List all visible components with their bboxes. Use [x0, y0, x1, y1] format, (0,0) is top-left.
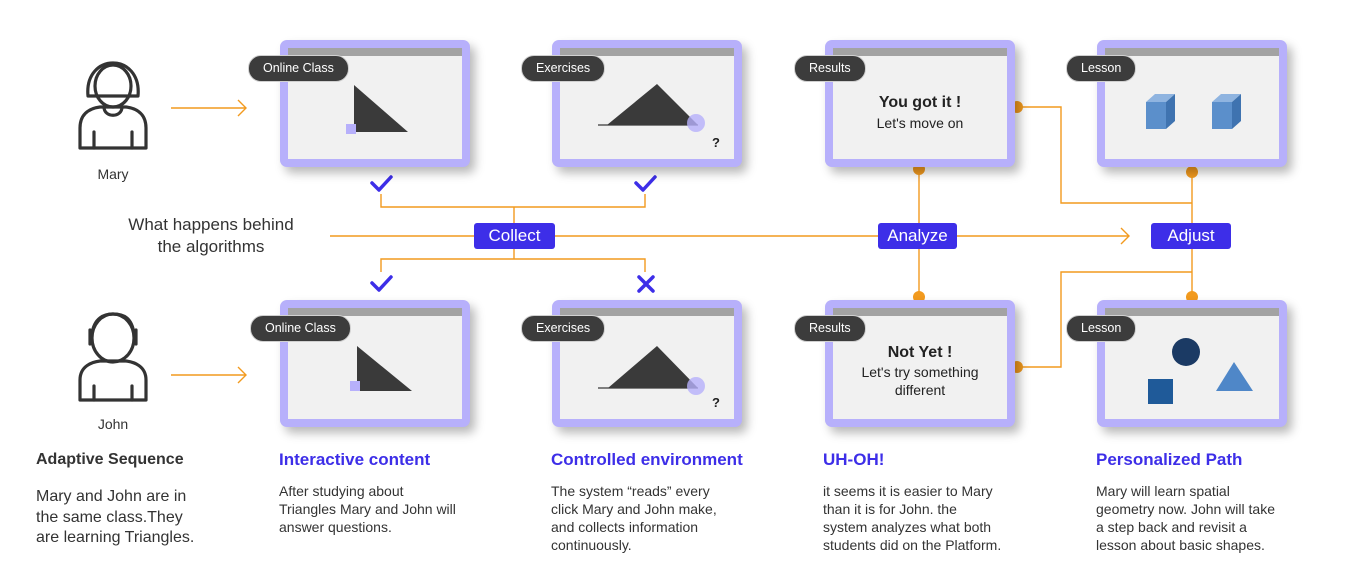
- online-class-pill: Online Class: [248, 55, 349, 82]
- desc-line: Triangles Mary and John will: [279, 501, 456, 517]
- analyze-tag: Analyze: [878, 223, 957, 249]
- arrow-right-icon: [1120, 227, 1130, 245]
- right-angle-marker: [346, 124, 356, 134]
- column-desc-personalized: Mary will learn spatial geometry now. Jo…: [1096, 482, 1336, 554]
- desc-line: are learning Triangles.: [36, 529, 195, 546]
- column-heading-controlled: Controlled environment: [551, 450, 743, 469]
- results-mary-subtitle: Let's move on: [876, 115, 964, 131]
- mary-path-line: [1017, 106, 1192, 204]
- lesson-pill: Lesson: [1066, 315, 1137, 342]
- lesson-pill: Lesson: [1066, 55, 1137, 82]
- results-john-line1: Let's try something: [861, 364, 979, 380]
- panel-lesson-mary: [1097, 40, 1287, 167]
- cube-icon: [1212, 94, 1241, 129]
- desc-line: Mary will learn spatial: [1096, 483, 1230, 499]
- adjust-tag: Adjust: [1151, 223, 1231, 249]
- desc-line: The system “reads” every: [551, 483, 710, 499]
- desc-line: click Mary and John make,: [551, 501, 717, 517]
- cross-icon: [637, 275, 655, 293]
- column-desc-uh-oh: it seems it is easier to Mary than it is…: [823, 482, 1053, 554]
- adaptive-sequence-desc: Mary and John are in the same class.They…: [36, 487, 226, 549]
- person-icon: [78, 61, 148, 150]
- desc-line: geometry now. John will take: [1096, 501, 1275, 517]
- desc-line: students did on the Platform.: [823, 537, 1002, 553]
- check-icon: [634, 175, 657, 192]
- right-triangle-shape: [357, 346, 412, 391]
- square-shape: [1148, 379, 1173, 404]
- circle-shape: [1172, 338, 1200, 366]
- results-mary-title: You got it !: [878, 94, 962, 111]
- right-angle-marker: [350, 381, 360, 391]
- highlight-circle: [687, 114, 705, 132]
- desc-line: than it is for John. the: [823, 501, 957, 517]
- results-john-line2: different: [894, 382, 946, 398]
- panel-exercises-john: ?: [552, 300, 742, 427]
- results-john-title: Not Yet !: [887, 344, 953, 361]
- adaptive-sequence-title: Adaptive Sequence: [36, 451, 184, 468]
- triangle-shape: [608, 346, 698, 388]
- arrow-right-icon: [237, 366, 247, 384]
- results-pill: Results: [794, 315, 866, 342]
- exercises-pill: Exercises: [521, 315, 606, 342]
- desc-line: a step back and revisit a: [1096, 519, 1247, 535]
- behind-line-1: What happens behind: [128, 215, 294, 234]
- right-triangle-shape: [354, 85, 408, 132]
- desc-line: system analyzes what both: [823, 519, 992, 535]
- column-heading-uh-oh: UH-OH!: [823, 450, 885, 469]
- desc-line: it seems it is easier to Mary: [823, 483, 993, 499]
- arrow-right-icon: [237, 99, 247, 117]
- exercises-pill: Exercises: [521, 55, 606, 82]
- column-desc-controlled: The system “reads” every click Mary and …: [551, 482, 781, 554]
- desc-line: answer questions.: [279, 519, 392, 535]
- column-desc-interactive: After studying about Triangles Mary and …: [279, 482, 509, 536]
- cube-icon: [1146, 94, 1175, 129]
- person-label-john: John: [97, 416, 129, 432]
- collect-bracket-top: [380, 194, 646, 208]
- triangle-shape: [1216, 362, 1253, 391]
- check-icon: [370, 275, 393, 292]
- results-pill: Results: [794, 55, 866, 82]
- person-icon: [78, 312, 148, 402]
- john-path-line: [1017, 271, 1192, 368]
- check-icon: [370, 175, 393, 192]
- column-heading-interactive: Interactive content: [279, 450, 431, 469]
- desc-line: After studying about: [279, 483, 404, 499]
- collect-tag: Collect: [474, 223, 555, 249]
- behind-line-2: the algorithms: [157, 237, 265, 256]
- behind-algorithms-text: What happens behind the algorithms: [91, 214, 331, 258]
- online-class-pill: Online Class: [250, 315, 351, 342]
- question-mark: ?: [712, 395, 720, 410]
- person-label-mary: Mary: [97, 166, 129, 182]
- desc-line: continuously.: [551, 537, 632, 553]
- connector-dot: [1186, 166, 1198, 178]
- triangle-shape: [607, 84, 698, 125]
- desc-line: and collects information: [551, 519, 699, 535]
- panel-results-john: Not Yet ! Let's try something different: [825, 300, 1015, 427]
- desc-line: lesson about basic shapes.: [1096, 537, 1265, 553]
- desc-line: Mary and John are in: [36, 488, 187, 505]
- question-mark: ?: [712, 135, 720, 150]
- highlight-circle: [687, 377, 705, 395]
- column-heading-personalized: Personalized Path: [1096, 450, 1243, 469]
- collect-bracket-bottom: [380, 258, 646, 272]
- panel-online-class-mary: [280, 40, 470, 167]
- desc-line: the same class.They: [36, 508, 183, 526]
